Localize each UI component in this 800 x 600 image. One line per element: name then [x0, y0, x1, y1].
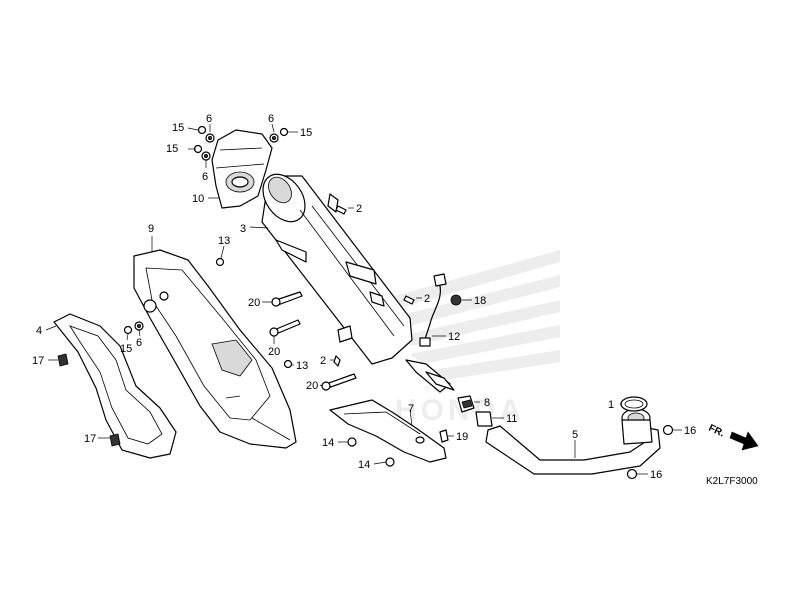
callout-15: 15: [166, 143, 178, 155]
front-label: FR.: [707, 423, 726, 440]
callout-18: 18: [474, 295, 486, 307]
callout-15: 15: [120, 343, 132, 355]
callout-1: 1: [608, 399, 614, 411]
callout-17: 17: [84, 433, 96, 445]
muffler-protector: [133, 249, 297, 449]
callout-2: 2: [356, 203, 362, 215]
callout-5: 5: [572, 429, 578, 441]
callout-20: 20: [248, 297, 260, 309]
callout-15: 15: [300, 127, 312, 139]
callout-16: 16: [684, 425, 696, 437]
callout-7: 7: [408, 403, 414, 415]
gasket: [620, 396, 648, 412]
callout-20: 20: [268, 346, 280, 358]
callout-3: 3: [240, 223, 246, 235]
protector: [53, 313, 177, 459]
callout-20: 20: [306, 380, 318, 392]
callout-6: 6: [206, 113, 212, 125]
callout-14: 14: [358, 459, 370, 471]
callout-19: 19: [456, 431, 468, 443]
callout-16: 16: [650, 469, 662, 481]
callout-12: 12: [448, 331, 460, 343]
callout-13: 13: [296, 360, 308, 372]
exhaust-pipe: [485, 408, 661, 475]
callout-2: 2: [424, 293, 430, 305]
callout-2: 2: [320, 355, 326, 367]
callout-8: 8: [484, 397, 490, 409]
callout-11: 11: [506, 413, 517, 425]
callout-13: 13: [218, 235, 230, 247]
callout-6: 6: [136, 337, 142, 349]
callout-17: 17: [32, 355, 44, 367]
callout-6: 6: [202, 171, 208, 183]
muffler: [261, 173, 455, 393]
callout-6: 6: [268, 113, 274, 125]
fastener-group: [57, 125, 674, 480]
front-arrow-icon: [729, 431, 759, 451]
o2-sensor: [419, 273, 447, 347]
end-cap-cover: [211, 129, 273, 209]
callout-10: 10: [192, 193, 204, 205]
callout-14: 14: [322, 437, 334, 449]
callout-4: 4: [36, 325, 42, 337]
pipe-protector: [329, 399, 447, 463]
callout-labels: 15 15 6 6 6 15 10 3 9 13 2 2 2 18 12 20 …: [32, 113, 696, 481]
clamp: [457, 395, 475, 413]
front-direction-indicator: FR.: [707, 423, 759, 451]
diagram-code: K2L7F3000: [706, 476, 758, 487]
leader-lines: [45, 123, 682, 475]
callout-15: 15: [172, 122, 184, 134]
callout-9: 9: [148, 223, 154, 235]
gasket-11: [475, 411, 493, 427]
